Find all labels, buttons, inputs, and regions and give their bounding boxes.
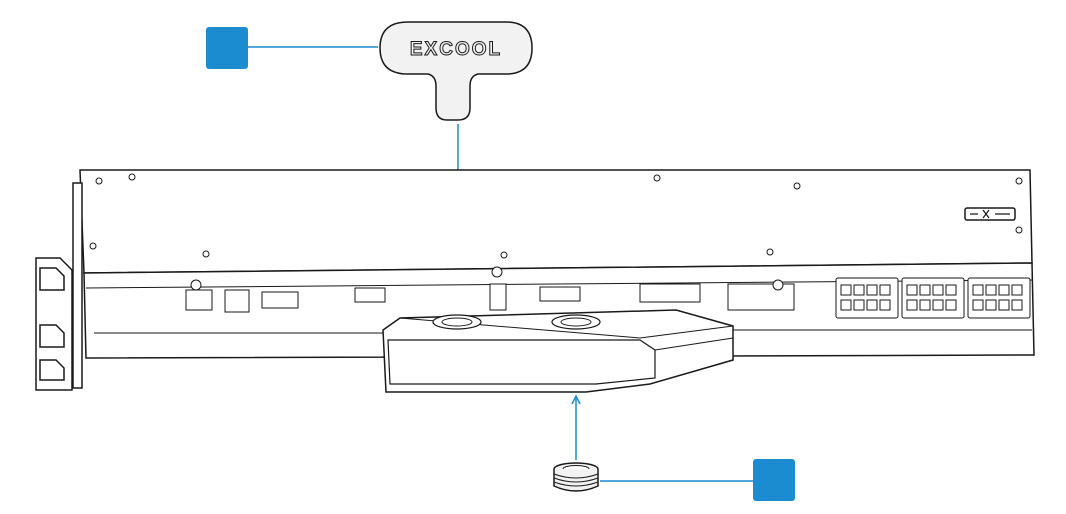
power-connectors — [835, 277, 1031, 319]
bottom-threaded-plug — [553, 462, 599, 492]
graphics-card — [35, 169, 1035, 391]
arrow-head-bottom — [571, 394, 581, 405]
callout-marker-plug — [753, 459, 795, 501]
tool-logo-text: EXCOOL — [410, 39, 502, 60]
water-block-terminal — [382, 309, 734, 393]
callout-marker-tool — [206, 27, 248, 69]
io-bracket — [35, 182, 83, 391]
mounting-tool: EXCOOL — [379, 21, 533, 121]
